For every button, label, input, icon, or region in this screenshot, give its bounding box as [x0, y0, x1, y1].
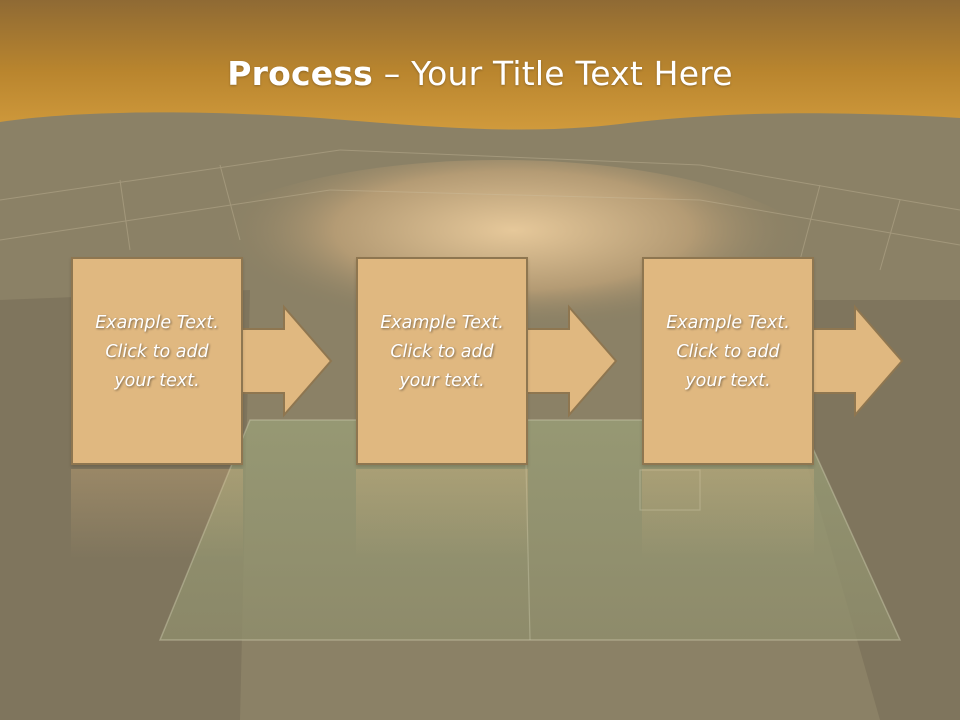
step-reflection: [356, 469, 528, 559]
title-rest: – Your Title Text Here: [373, 54, 733, 93]
right-arrow-icon: [515, 304, 618, 418]
title-bold: Process: [227, 54, 374, 93]
process-step-1[interactable]: Example Text. Click to add your text.: [71, 257, 333, 559]
process-step-3[interactable]: Example Text. Click to add your text.: [642, 257, 904, 559]
step-box: [642, 257, 814, 465]
step-reflection: [642, 469, 814, 559]
header-band: [0, 0, 960, 130]
step-box: [356, 257, 528, 465]
step-reflection: [71, 469, 243, 559]
step-text[interactable]: Example Text. Click to add your text.: [666, 313, 790, 391]
slide-title[interactable]: Process – Your Title Text Here: [0, 52, 960, 96]
right-arrow-icon: [801, 304, 904, 418]
right-arrow-icon: [230, 304, 333, 418]
process-step-2[interactable]: Example Text. Click to add your text.: [356, 257, 618, 559]
step-text[interactable]: Example Text. Click to add your text.: [380, 313, 504, 391]
step-text[interactable]: Example Text. Click to add your text.: [95, 313, 219, 391]
step-box: [71, 257, 243, 465]
